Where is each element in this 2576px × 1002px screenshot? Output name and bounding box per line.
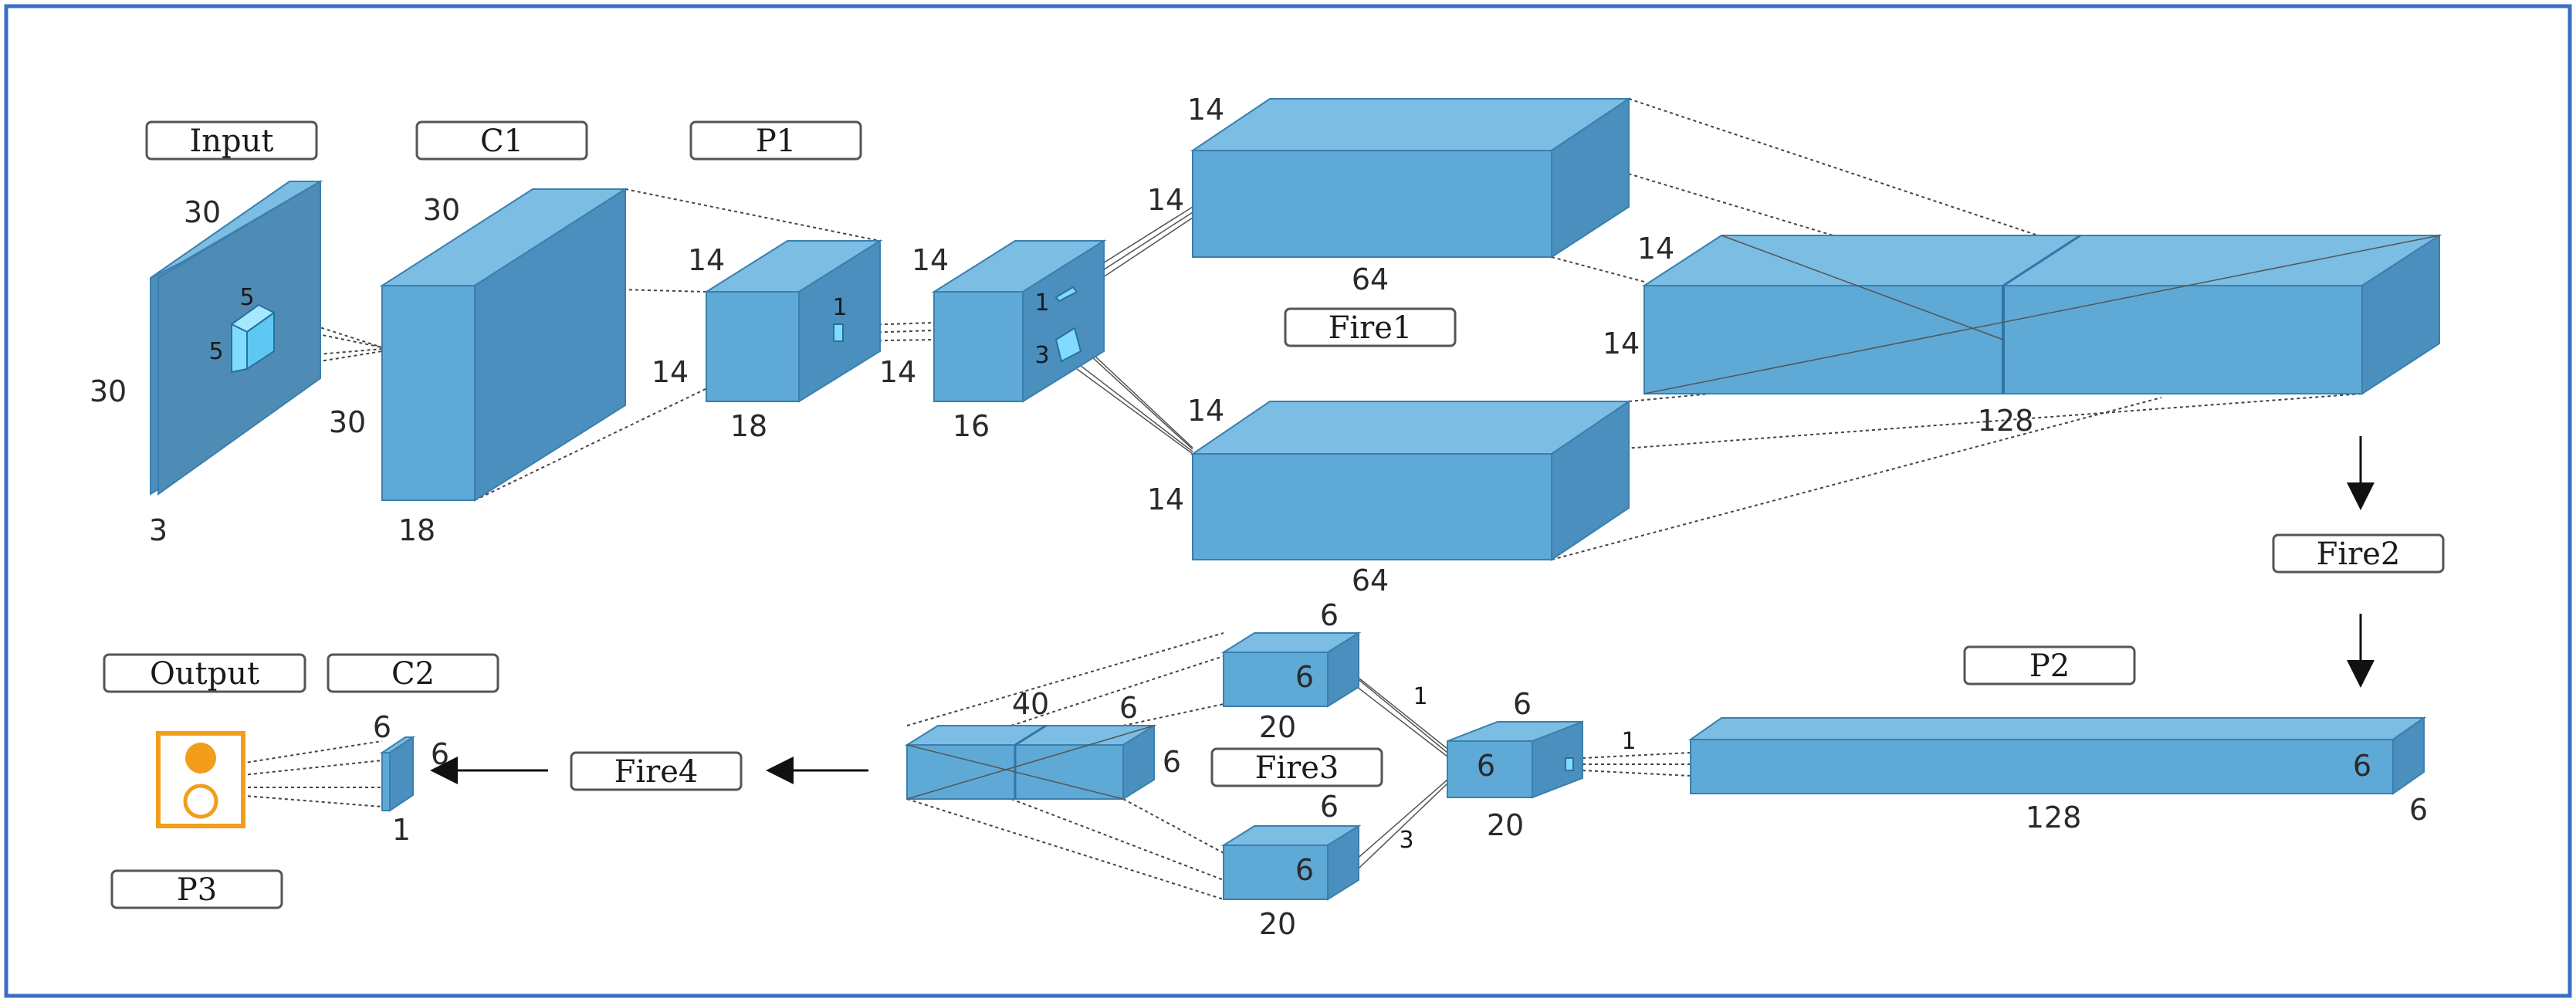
svg-text:6: 6 <box>1320 790 1339 824</box>
svg-text:30: 30 <box>90 374 127 408</box>
svg-text:6: 6 <box>373 710 391 744</box>
svg-text:C2: C2 <box>391 656 435 692</box>
svg-text:14: 14 <box>1603 327 1640 361</box>
label-c1: C1 <box>415 120 588 161</box>
label-fire3: Fire3 <box>1210 747 1383 787</box>
label-c2: C2 <box>327 653 499 693</box>
output-node <box>156 731 245 828</box>
squeeze1-layer <box>931 239 1107 403</box>
svg-text:6: 6 <box>1295 660 1314 694</box>
svg-text:3: 3 <box>149 513 168 547</box>
outer-frame <box>4 4 2572 998</box>
svg-text:P1: P1 <box>756 124 796 159</box>
svg-text:6: 6 <box>1163 745 1181 779</box>
svg-text:3: 3 <box>1399 827 1413 854</box>
svg-text:18: 18 <box>730 409 767 443</box>
fire1-concat <box>1641 234 2442 395</box>
svg-text:20: 20 <box>1487 808 1524 842</box>
svg-text:16: 16 <box>953 409 990 443</box>
svg-text:64: 64 <box>1352 262 1389 296</box>
output-class-2-icon <box>183 784 218 819</box>
svg-text:6: 6 <box>431 737 449 771</box>
svg-text:20: 20 <box>1259 907 1296 941</box>
label-fire1: Fire1 <box>1284 307 1457 347</box>
svg-text:14: 14 <box>1187 93 1224 127</box>
svg-text:14: 14 <box>879 355 916 389</box>
svg-text:18: 18 <box>398 513 435 547</box>
fire1-top-expand <box>1190 97 1632 259</box>
label-p1: P1 <box>689 120 862 161</box>
svg-text:Fire4: Fire4 <box>614 754 699 790</box>
label-fire4: Fire4 <box>570 751 743 791</box>
svg-text:14: 14 <box>1147 183 1184 217</box>
svg-text:Fire1: Fire1 <box>1329 310 1413 346</box>
fire3-concat <box>904 724 1157 801</box>
svg-text:6: 6 <box>2409 793 2428 827</box>
squeeze1-kernel-1 <box>1054 286 1078 303</box>
svg-text:6: 6 <box>1119 691 1138 725</box>
squeeze3-kernel <box>1565 757 1574 771</box>
svg-text:14: 14 <box>912 243 949 277</box>
svg-text:1: 1 <box>1413 683 1427 710</box>
svg-text:P3: P3 <box>177 872 217 908</box>
svg-text:14: 14 <box>1637 232 1674 266</box>
c2-layer <box>379 736 416 812</box>
fire3-bottom-expand <box>1220 824 1362 901</box>
input-layer <box>150 180 323 496</box>
svg-text:3: 3 <box>1034 342 1049 369</box>
flow-arrows <box>430 436 2375 784</box>
p2-layer <box>1687 716 2427 795</box>
svg-text:Input: Input <box>189 124 273 159</box>
svg-text:Fire2: Fire2 <box>2317 537 2401 572</box>
dimension-labels: 30 30 3 5 5 30 30 18 14 14 18 1 14 14 16… <box>90 93 2428 941</box>
squeeze1-kernel-3 <box>1054 327 1082 363</box>
svg-text:20: 20 <box>1259 710 1296 744</box>
svg-text:Output: Output <box>150 656 259 692</box>
svg-text:64: 64 <box>1352 564 1389 597</box>
svg-text:30: 30 <box>423 193 460 227</box>
svg-text:6: 6 <box>1477 749 1495 783</box>
svg-text:30: 30 <box>184 195 221 229</box>
svg-text:C1: C1 <box>480 124 523 159</box>
label-fire2: Fire2 <box>2272 533 2445 574</box>
svg-text:14: 14 <box>1187 394 1224 428</box>
svg-text:30: 30 <box>329 405 366 439</box>
svg-text:6: 6 <box>1513 687 1532 721</box>
svg-text:128: 128 <box>2026 801 2082 834</box>
label-input: Input <box>145 120 318 161</box>
svg-text:14: 14 <box>1147 482 1184 516</box>
squeeze3-layer <box>1447 720 1583 799</box>
svg-text:6: 6 <box>2353 749 2371 783</box>
svg-text:5: 5 <box>239 284 254 311</box>
svg-text:6: 6 <box>1295 853 1314 887</box>
svg-text:6: 6 <box>1320 598 1339 632</box>
svg-text:1: 1 <box>832 294 847 321</box>
p1-layer <box>703 239 883 403</box>
svg-text:5: 5 <box>208 338 223 365</box>
svg-text:1: 1 <box>392 813 411 847</box>
svg-text:1: 1 <box>1034 289 1049 317</box>
label-p3: P3 <box>110 869 283 909</box>
p1-kernel <box>833 323 844 342</box>
fire3-top-expand <box>1220 631 1362 708</box>
svg-text:14: 14 <box>688 243 725 277</box>
svg-text:P2: P2 <box>2029 648 2070 684</box>
c1-layer <box>379 188 628 502</box>
label-output: Output <box>103 653 306 693</box>
fire1-bottom-expand <box>1190 400 1632 561</box>
svg-text:128: 128 <box>1978 404 2034 438</box>
svg-text:Fire3: Fire3 <box>1255 750 1339 786</box>
output-class-1-icon <box>185 743 216 774</box>
svg-text:1: 1 <box>1621 728 1636 755</box>
svg-text:40: 40 <box>1012 687 1049 721</box>
svg-text:14: 14 <box>652 355 689 389</box>
label-p2: P2 <box>1963 645 2136 685</box>
